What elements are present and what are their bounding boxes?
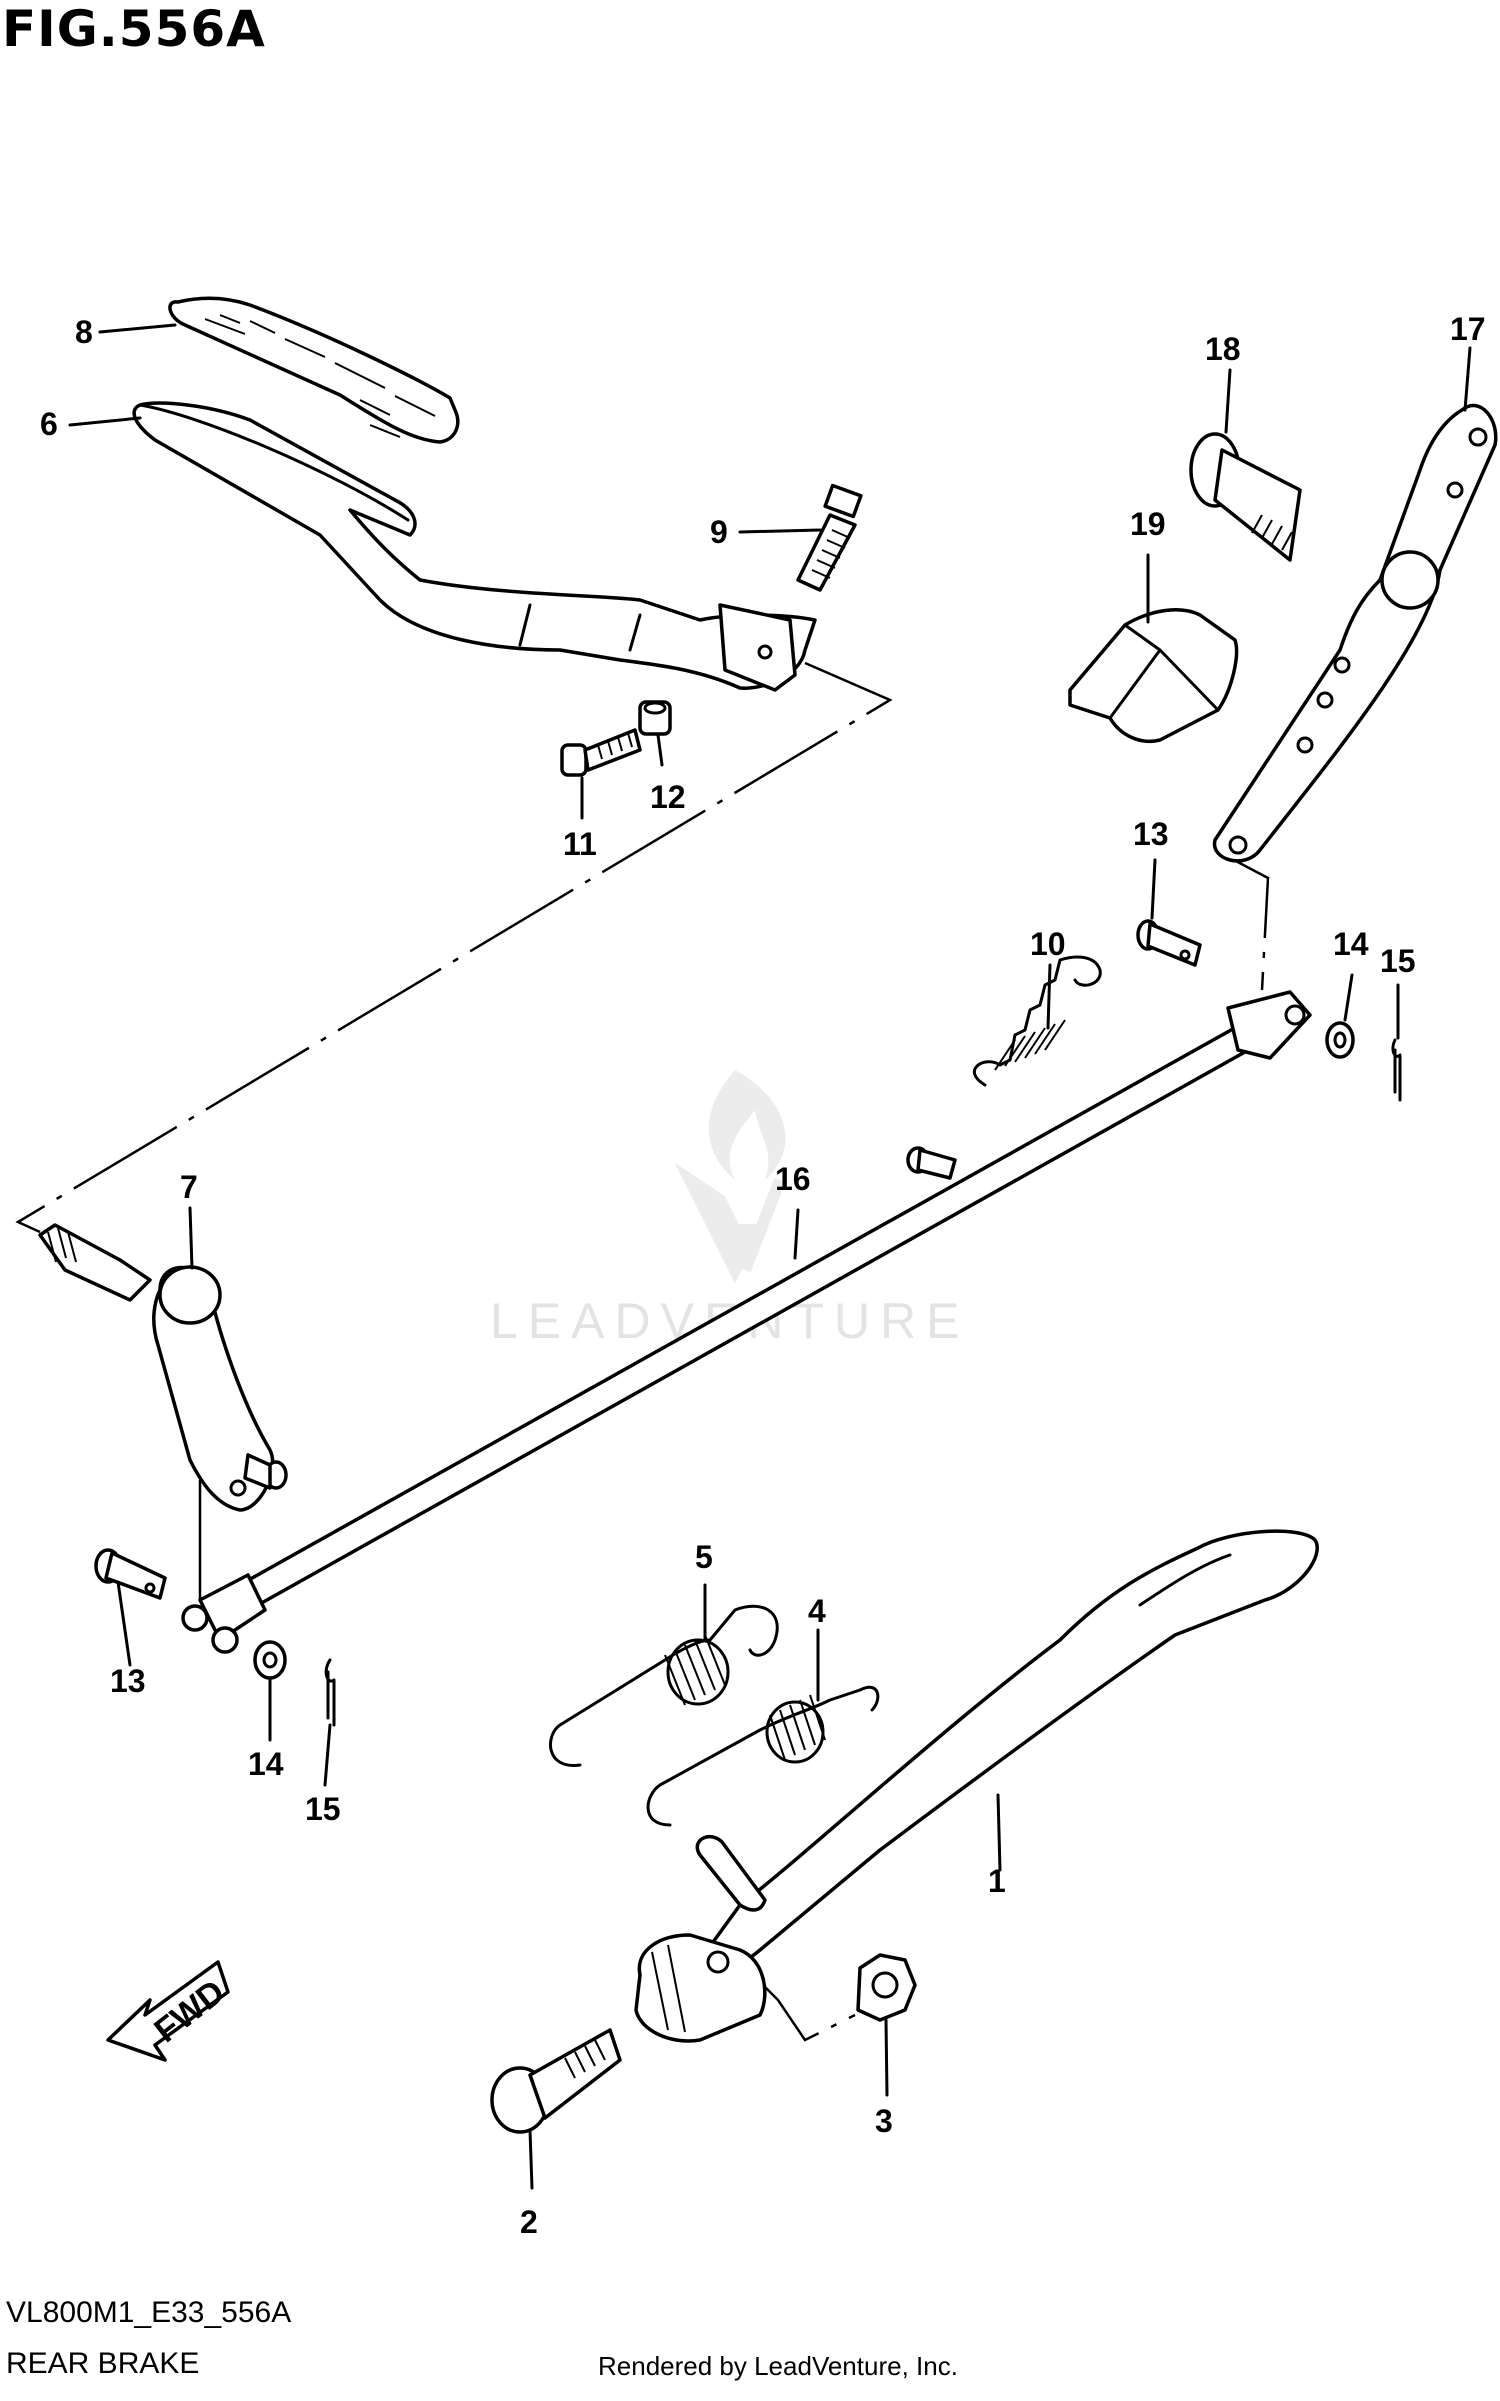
callout-17: 17 [1450, 311, 1486, 347]
part-16-brake-rod [181, 990, 1312, 1654]
part-14-washer-upper [1325, 1021, 1355, 1059]
part-14-washer-lower [253, 1640, 287, 1680]
callout-10: 10 [1030, 926, 1066, 962]
callout-8: 8 [75, 314, 93, 350]
callout-11: 11 [563, 826, 597, 862]
section-title: REAR BRAKE [6, 2347, 200, 2380]
callout-14-lower: 14 [248, 1746, 284, 1782]
part-13-clevis-pin-lower [94, 1548, 167, 1600]
render-credit: Rendered by LeadVenture, Inc. [598, 2351, 958, 2381]
callout-5: 5 [695, 1539, 713, 1575]
fwd-arrow: FWD [106, 1960, 232, 2062]
part-15-cotter-pin-lower [324, 1658, 336, 1727]
callout-13-upper: 13 [1133, 816, 1169, 852]
part-10-spring [972, 955, 1102, 1087]
callout-4: 4 [808, 1593, 826, 1629]
part-6-brake-pedal-arm [132, 401, 817, 692]
callout-19: 19 [1130, 506, 1166, 542]
part-11-bolt [560, 728, 642, 777]
callout-18: 18 [1205, 331, 1241, 367]
callout-16: 16 [775, 1161, 811, 1197]
part-18-shoulder-bolt [1189, 432, 1302, 562]
part-12-nut [638, 700, 672, 736]
callout-7: 7 [180, 1169, 198, 1205]
part-9-bolt [796, 483, 863, 592]
part-17-brake-lever [1212, 403, 1498, 863]
part-7-brake-shaft-arm [38, 1223, 288, 1512]
part-19-cover [1068, 608, 1239, 743]
callout-1: 1 [988, 1863, 1006, 1899]
part-2-pivot-bolt [490, 2028, 622, 2134]
callout-3: 3 [875, 2103, 893, 2139]
leader-lines [68, 323, 1472, 2190]
part-13-clevis-pin-upper [1136, 919, 1202, 967]
callout-15-lower: 15 [305, 1791, 341, 1827]
callout-6: 6 [40, 406, 58, 442]
figure-title: FIG.556A [2, 0, 266, 58]
part-4-spring [646, 1686, 880, 1827]
callout-9: 9 [710, 514, 728, 550]
callout-15-upper: 15 [1380, 943, 1416, 979]
rod-pin [906, 1146, 957, 1180]
part-5-spring [548, 1604, 779, 1767]
part-15-cotter-pin-upper [1391, 1038, 1402, 1102]
callout-12: 12 [650, 779, 686, 815]
part-1-brake-pedal [634, 1529, 1319, 2043]
part-8-pedal-rubber [168, 296, 460, 444]
callout-13-lower: 13 [110, 1663, 146, 1699]
callout-numbers: 8 6 9 18 17 19 11 12 13 10 14 15 16 7 5 … [40, 311, 1486, 2240]
callout-14-upper: 14 [1333, 926, 1369, 962]
watermark: LEADVENTURE [490, 1070, 960, 1349]
callout-2: 2 [520, 2204, 538, 2240]
diagram-code: VL800M1_E33_556A [6, 2296, 292, 2329]
part-3-nut [856, 1953, 917, 2022]
